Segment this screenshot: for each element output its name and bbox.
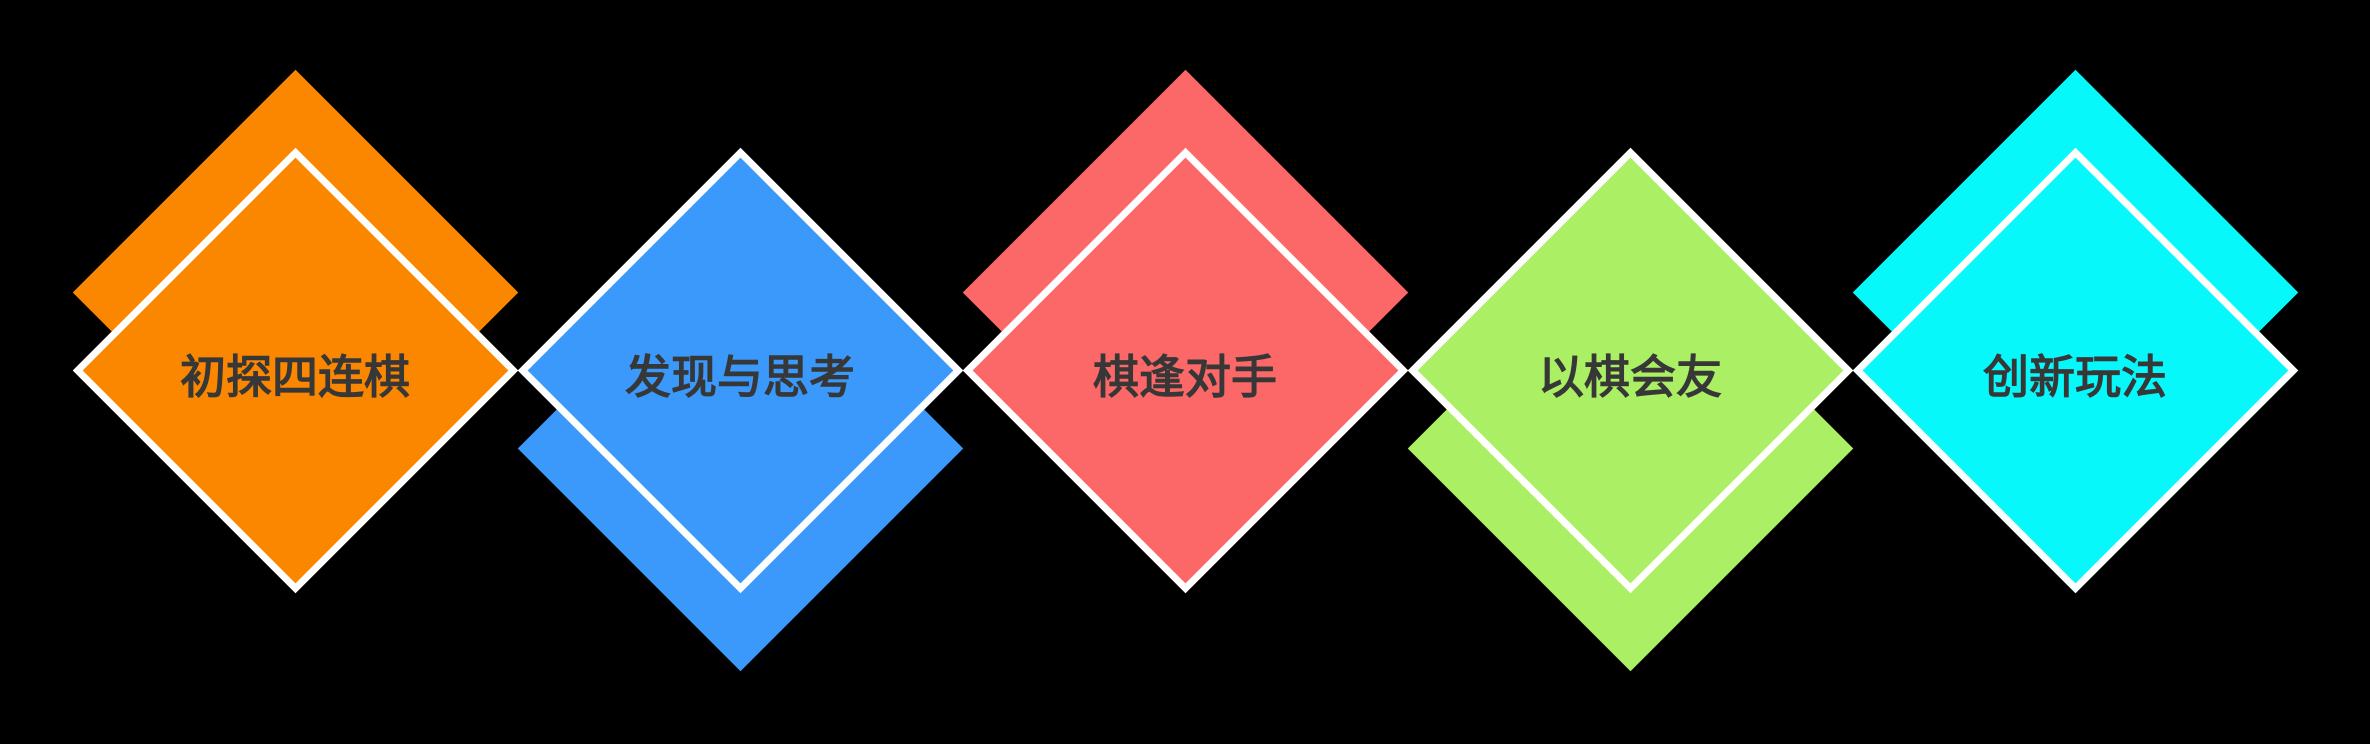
diamond-label: 以棋会友 bbox=[1538, 351, 1722, 403]
diamond-item-5: 创新玩法 bbox=[1852, 0, 2298, 744]
diamond-item-2: 发现与思考 bbox=[517, 0, 963, 744]
diamond-label: 发现与思考 bbox=[625, 351, 855, 403]
diamond-item-4: 以棋会友 bbox=[1407, 0, 1853, 744]
diamond-label: 棋逢对手 bbox=[1093, 351, 1277, 403]
diamond-item-3: 棋逢对手 bbox=[962, 0, 1408, 744]
diamond-label: 初探四连棋 bbox=[180, 351, 410, 403]
diamond-label: 创新玩法 bbox=[1983, 351, 2167, 403]
diamond-item-1: 初探四连棋 bbox=[72, 0, 518, 744]
